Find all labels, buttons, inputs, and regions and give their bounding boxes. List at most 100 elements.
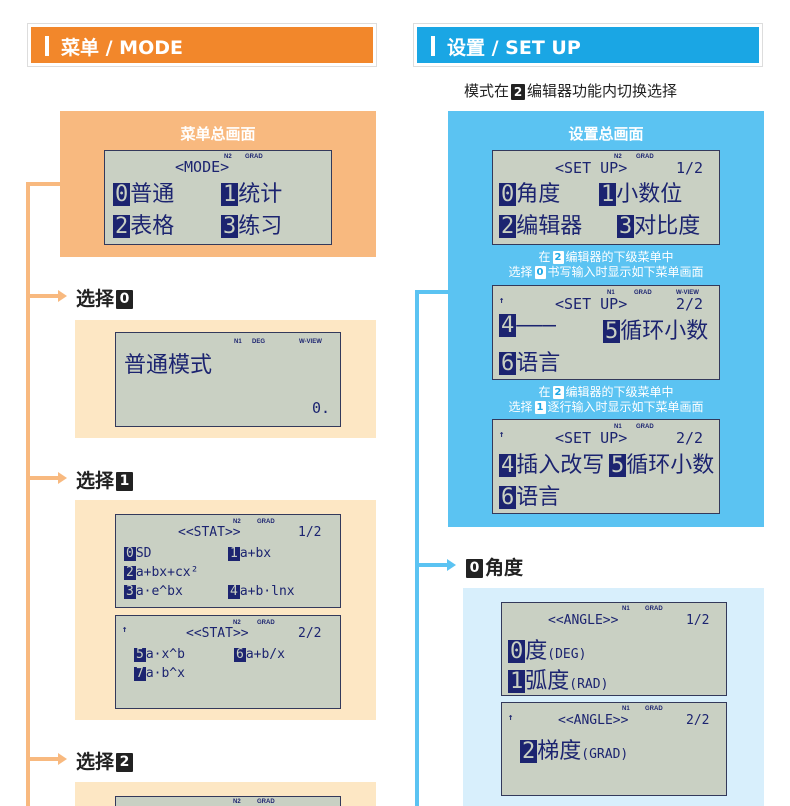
item-label: 度 — [525, 639, 548, 664]
item-num: 0 — [124, 546, 136, 561]
item-label: a+bx+cx² — [135, 565, 199, 580]
angle-panel: N1 GRAD <<ANGLE>> 1/2 0度(DEG) 1弧度(RAD) N… — [463, 588, 764, 806]
setup-item-angle[interactable]: 0角度 — [499, 176, 560, 208]
lcd-indicator: N2 — [233, 799, 241, 805]
setup-item-unused[interactable]: 4——— — [499, 313, 556, 338]
setup-item-editor[interactable]: 2编辑器 — [499, 208, 582, 240]
setup-main-title: 设置总画面 — [568, 125, 644, 143]
item-label: a·b^x — [145, 666, 185, 681]
select-2-panel: N2 GRAD — [75, 782, 376, 806]
item-num: 6 — [234, 647, 246, 662]
lcd-indicator: N2 — [233, 519, 241, 525]
item-label: a+b/x — [245, 647, 285, 662]
note-badge: 1 — [534, 401, 546, 414]
item-num: 3 — [124, 584, 136, 599]
flow-branch-0 — [26, 294, 60, 298]
lcd-page: 1/2 — [676, 159, 704, 177]
normal-mode-text: 普通模式 — [124, 353, 213, 378]
lcd-indicator: GRAD — [245, 154, 263, 160]
note-text: 在 — [538, 385, 551, 399]
item-sub: (GRAD) — [581, 747, 629, 762]
item-num: 2 — [124, 565, 136, 580]
select-0-panel: N1 DEG W-VIEW 普通模式 0. — [75, 320, 376, 438]
lcd-page: 1/2 — [298, 525, 322, 540]
item-num: 1 — [221, 182, 239, 207]
lcd-header: <MODE> — [175, 158, 230, 176]
lcd-page: 2/2 — [676, 429, 704, 447]
scroll-up-icon: ↑ — [499, 296, 505, 306]
item-num: 1 — [599, 182, 617, 207]
setup-item-contrast[interactable]: 3对比度 — [617, 208, 700, 240]
item-num: 0 — [508, 639, 526, 664]
lcd-page: 2/2 — [676, 295, 704, 313]
item-label: 表格 — [130, 214, 175, 239]
display-value: 0. — [311, 399, 330, 417]
lcd-indicator: N1 — [614, 424, 622, 430]
item-num: 0 — [499, 182, 517, 207]
setup-item-recurring[interactable]: 5循环小数 — [603, 313, 708, 345]
note-text: 书写输入时显示如下菜单画面 — [547, 265, 704, 279]
item-num: 3 — [221, 214, 239, 239]
item-num: 6 — [499, 351, 517, 376]
setup-note-badge: 2 — [511, 83, 526, 100]
angle-item-rad[interactable]: 1弧度(RAD) — [508, 663, 608, 695]
lcd-indicator: N1 — [234, 339, 242, 345]
mode-item-drill[interactable]: 3练习 — [221, 208, 282, 240]
item-num: 4 — [228, 584, 240, 599]
lcd-indicator: GRAD — [645, 606, 663, 612]
lcd-indicator: N1 — [622, 706, 630, 712]
mode-lcd-screen: N2 GRAD <MODE> 0普通 1统计 2表格 3练习 — [104, 150, 332, 245]
header-bar — [431, 36, 435, 56]
mode-item-normal[interactable]: 0普通 — [113, 176, 174, 208]
setup-note-pre: 模式在 — [464, 82, 510, 100]
item-label: 编辑器 — [516, 214, 583, 239]
item-label: 普通 — [130, 182, 175, 207]
setup-main-panel: 设置总画面 N2 GRAD <SET UP> 1/2 0角度 1小数位 2编辑器… — [448, 111, 764, 527]
arrow-right-icon — [58, 753, 67, 765]
menu-main-panel: 菜单总画面 N2 GRAD <MODE> 0普通 1统计 2表格 3练习 — [60, 111, 376, 257]
mode-item-stat[interactable]: 1统计 — [221, 176, 282, 208]
item-label: 插入改写 — [516, 453, 605, 478]
select-badge: 0 — [116, 290, 134, 309]
setup-item-language[interactable]: 6语言 — [499, 479, 560, 511]
item-label: a·x^b — [145, 647, 185, 662]
setup-item-insert-overwrite[interactable]: 4插入改写 — [499, 447, 604, 479]
setup-item-language[interactable]: 6语言 — [499, 345, 560, 377]
lcd-indicator: GRAD — [634, 290, 652, 296]
angle-item-deg[interactable]: 0度(DEG) — [508, 633, 586, 665]
item-label: 语言 — [516, 351, 561, 376]
lcd-header: <<STAT>> — [186, 626, 249, 641]
lcd-indicator: N2 — [614, 154, 622, 160]
angle-lcd-page1: N1 GRAD <<ANGLE>> 1/2 0度(DEG) 1弧度(RAD) — [501, 602, 727, 696]
angle-item-grad[interactable]: 2梯度(GRAD) — [520, 733, 628, 765]
note-badge: 2 — [552, 251, 564, 264]
item-label: SD — [135, 546, 152, 561]
select-2-lcd: N2 GRAD — [115, 796, 341, 806]
setup-lcd-page1: N2 GRAD <SET UP> 1/2 0角度 1小数位 2编辑器 3对比度 — [492, 150, 720, 245]
lcd-header: <<ANGLE>> — [558, 713, 629, 728]
menu-main-title: 菜单总画面 — [180, 125, 256, 143]
item-sub: (RAD) — [569, 677, 609, 692]
select-label-text: 角度 — [485, 557, 524, 579]
mode-item-table[interactable]: 2表格 — [113, 208, 174, 240]
note-text: 逐行输入时显示如下菜单画面 — [547, 400, 704, 414]
item-label: 弧度 — [525, 669, 570, 694]
setup-item-recurring[interactable]: 5循环小数 — [609, 447, 714, 479]
item-num: 5 — [134, 647, 146, 662]
setup-item-decimal[interactable]: 1小数位 — [599, 176, 682, 208]
setup-lcd-page2-math: N1 GRAD W-VIEW ↑ <SET UP> 2/2 4——— 5循环小数… — [492, 285, 720, 380]
header-bar — [45, 36, 49, 56]
note-badge: 2 — [552, 386, 564, 399]
lcd-page: 2/2 — [298, 626, 322, 641]
item-label: 练习 — [238, 214, 283, 239]
